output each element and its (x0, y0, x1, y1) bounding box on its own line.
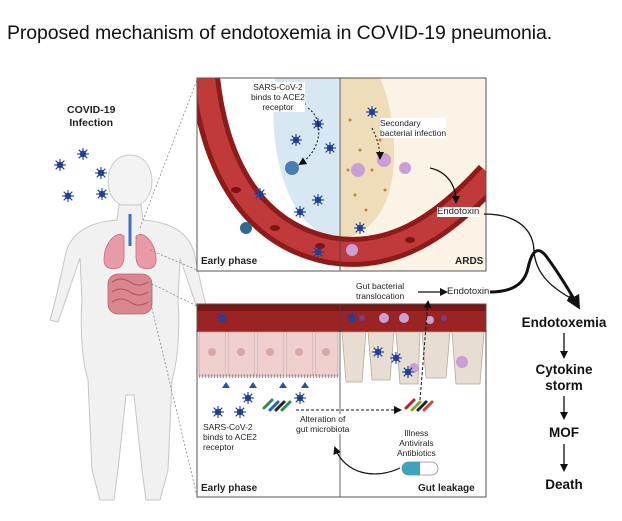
capsule-icon (401, 461, 439, 476)
lung-early-phase-caption: Early phase (201, 256, 258, 267)
flow-cytokine-storm: Cytokine storm (535, 362, 593, 393)
illness-label: Illness Antivirals Antibiotics (397, 428, 436, 458)
lung-panel-frame (196, 77, 487, 272)
gut-panel-frame (196, 303, 487, 498)
flow-endotoxemia: Endotoxemia (521, 315, 607, 330)
gut-leakage-caption: Gut leakage (418, 483, 475, 494)
gut-binds-label: SARS-CoV-2 binds to ACE2 receptor (203, 422, 257, 452)
secondary-infection-label: Secondary bacterial infection (380, 118, 447, 138)
flow-death: Death (545, 477, 583, 492)
virus-icons-outside (53, 147, 109, 203)
zoom-guide-lines (139, 79, 198, 497)
gut-endotoxin-label: Endotoxin (447, 286, 490, 297)
gut-early-phase-caption: Early phase (201, 483, 258, 494)
translocation-label: Gut bacterial translocation (356, 281, 405, 301)
gut-panel-art (197, 304, 486, 497)
infection-label: COVID-19 Infection (67, 104, 116, 129)
figure-title: Proposed mechanism of endotoxemia in COV… (7, 22, 553, 44)
human-body-figure (49, 154, 211, 501)
microbiota-label: Alteration of gut microbiota (296, 414, 350, 434)
ards-caption: ARDS (455, 256, 484, 267)
lung-endotoxin-label: Endotoxin (437, 206, 480, 217)
lung-panel-art (197, 78, 486, 271)
flow-mof: MOF (549, 425, 579, 440)
lung-binds-label: SARS-CoV-2 binds to ACE2 receptor (251, 82, 305, 112)
